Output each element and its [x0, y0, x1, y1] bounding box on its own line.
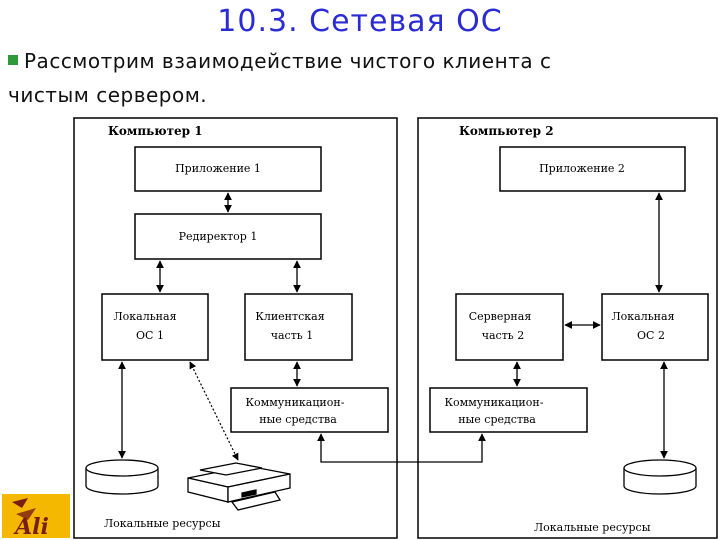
client-part1-label-1: Клиентская — [255, 310, 324, 323]
client-part1-box: Клиентская часть 1 — [244, 293, 353, 361]
comm2-label-1: Коммуникацион- — [445, 396, 544, 409]
computer1-resources-label: Локальные ресурсы — [104, 517, 221, 530]
local-os1-label-1: Локальная — [113, 310, 176, 323]
local-os1-box: Локальная ОС 1 — [101, 293, 209, 361]
redirector1-label: Редиректор 1 — [179, 230, 258, 243]
computer2-title: Компьютер 2 — [459, 124, 554, 138]
comm1-label-2: ные средства — [259, 413, 337, 426]
computer2-frame — [417, 117, 718, 539]
bullet-text: Рассмотрим взаимодействие чистого клиент… — [8, 44, 708, 112]
comm1-box: Коммуникацион- ные средства — [230, 387, 389, 433]
bullet-line-1: Рассмотрим взаимодействие чистого клиент… — [24, 49, 552, 73]
client-part1-label-2: часть 1 — [271, 329, 314, 342]
printer-icon — [187, 462, 291, 511]
app1-box: Приложение 1 — [134, 146, 322, 192]
bullet-line-2: чистым сервером. — [8, 83, 208, 107]
app2-box: Приложение 2 — [499, 146, 686, 192]
logo-icon: Ali — [2, 494, 70, 538]
comm2-box: Коммуникацион- ные средства — [429, 387, 588, 433]
disk2-icon — [623, 459, 697, 495]
server-part2-label-2: часть 2 — [482, 329, 525, 342]
local-os2-label-2: ОС 2 — [637, 329, 665, 342]
computer1-title: Компьютер 1 — [108, 124, 203, 138]
comm2-label-2: ные средства — [458, 413, 536, 426]
local-os2-label-1: Локальная — [611, 310, 674, 323]
server-part2-box: Серверная часть 2 — [455, 293, 564, 361]
computer2-resources-label: Локальные ресурсы — [534, 521, 651, 534]
local-os1-label-2: ОС 1 — [136, 329, 164, 342]
bullet-marker — [8, 55, 18, 65]
server-part2-label-1: Серверная — [469, 310, 532, 323]
slide-title: 10.3. Сетевая ОС — [217, 4, 503, 39]
logo-text: Ali — [13, 514, 49, 538]
comm1-label-1: Коммуникацион- — [246, 396, 345, 409]
redirector1-box: Редиректор 1 — [134, 213, 322, 260]
disk1-icon — [85, 459, 159, 495]
app2-label: Приложение 2 — [539, 162, 625, 175]
app1-label: Приложение 1 — [175, 162, 261, 175]
local-os2-box: Локальная ОС 2 — [601, 293, 709, 361]
computer1-frame — [73, 117, 398, 539]
network-link — [317, 433, 486, 463]
